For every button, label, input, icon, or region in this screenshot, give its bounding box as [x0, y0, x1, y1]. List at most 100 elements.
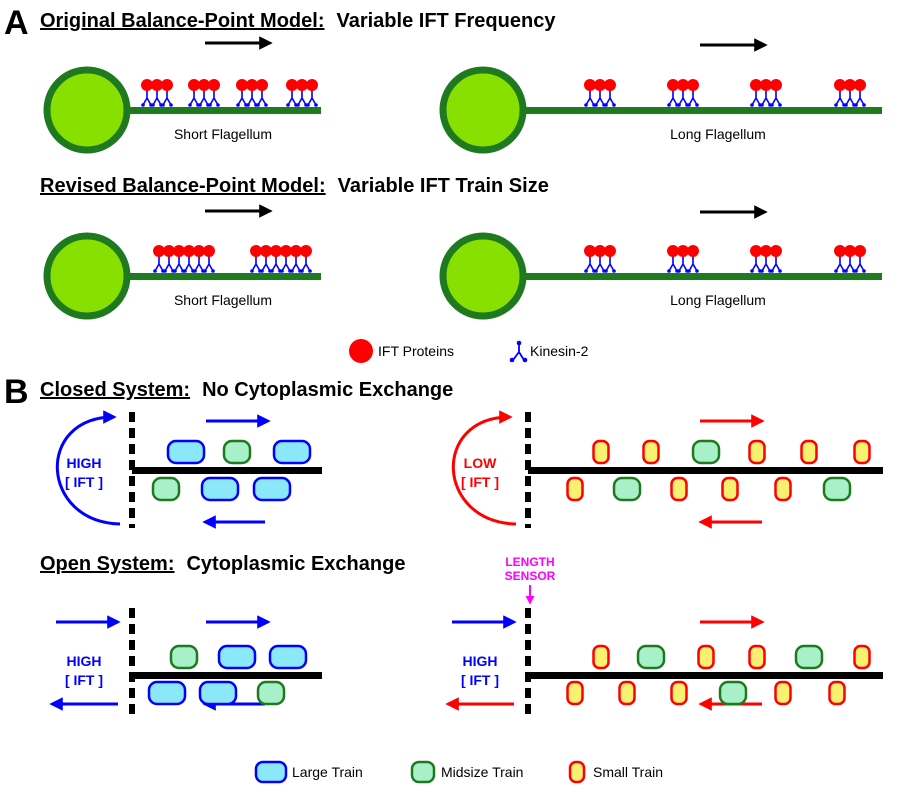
kinesin-2-motor — [585, 256, 595, 272]
length-sensor-label-line1: LENGTH — [505, 555, 554, 569]
ift-protein — [203, 245, 215, 257]
cell-long-original — [439, 66, 882, 154]
axoneme — [132, 467, 322, 474]
ift-protein — [760, 79, 772, 91]
small-train — [670, 680, 688, 706]
ift-particle — [250, 245, 262, 273]
kinesin-head — [695, 269, 699, 273]
original-model-title-underlined: Original Balance-Point Model: — [40, 10, 324, 32]
concentration-ift: [ IFT ] — [461, 672, 499, 688]
ift-protein — [161, 79, 173, 91]
small-train — [642, 439, 660, 465]
ift-protein — [750, 79, 762, 91]
ift-particle — [203, 245, 215, 273]
small-train — [618, 680, 636, 706]
ift-particle — [584, 79, 596, 107]
concentration-ift: [ IFT ] — [461, 474, 499, 490]
cell-short-revised — [43, 232, 321, 320]
kinesin-head — [173, 269, 177, 273]
closed-system-subtitle: No Cytoplasmic Exchange — [202, 379, 453, 401]
ift-particle — [594, 79, 606, 107]
kinesin-head — [677, 103, 681, 107]
cell-body — [439, 232, 527, 320]
ift-protein — [584, 245, 596, 257]
large-train — [200, 476, 240, 502]
kinesin-2-motor — [184, 256, 194, 272]
closed-system-title-underlined: Closed System: — [40, 379, 190, 401]
kinesin-head — [314, 103, 318, 107]
ift-particle — [604, 79, 616, 107]
ift-particle — [290, 245, 302, 273]
kinesin-2-motor — [162, 90, 172, 106]
ift-particle — [667, 79, 679, 107]
ift-protein — [208, 79, 220, 91]
small-train — [800, 439, 818, 465]
cell-long-revised — [439, 232, 882, 320]
panel-b-letter: B — [4, 373, 29, 411]
long-flagellum-label: Long Flagellum — [670, 292, 766, 308]
kinesin-head — [612, 269, 616, 273]
ift-proteins-legend-label: IFT Proteins — [378, 343, 454, 359]
original-model-title: Original Balance-Point Model:Variable IF… — [40, 10, 556, 32]
kinesin-2-motor — [595, 256, 605, 272]
kinesin-2-motor — [835, 90, 845, 106]
kinesin-head — [290, 269, 294, 273]
midsize-train — [636, 644, 666, 670]
short-flagellum-label: Short Flagellum — [174, 126, 272, 142]
midsize-train — [151, 476, 181, 502]
ift-particle — [280, 245, 292, 273]
small-train — [592, 439, 610, 465]
ift-particle — [687, 79, 699, 107]
cell-short-original — [43, 66, 321, 154]
kinesin-2-motor — [668, 256, 678, 272]
kinesin-2-motor — [855, 90, 865, 106]
revised-model-title: Revised Balance-Point Model:Variable IFT… — [40, 175, 549, 197]
kinesin-head — [236, 103, 240, 107]
small-train-legend-icon — [568, 760, 586, 784]
kinesin-head — [778, 103, 782, 107]
kinesin-2-motor — [261, 256, 271, 272]
kinesin-head — [306, 103, 310, 107]
short-flagellum — [125, 107, 321, 114]
kinesin-2-motor — [287, 90, 297, 106]
kinesin-2-motor — [199, 90, 209, 106]
ift-particle — [188, 79, 200, 107]
midsize-train — [169, 644, 199, 670]
ift-particle — [594, 245, 606, 273]
ift-protein — [173, 245, 185, 257]
ift-particle — [300, 245, 312, 273]
ift-protein — [677, 79, 689, 91]
concentration-high: HIGH — [67, 455, 102, 471]
ift-protein — [163, 245, 175, 257]
axoneme — [528, 467, 883, 474]
large-train — [166, 439, 206, 465]
kinesin-2-motor — [297, 90, 307, 106]
midsize-train — [691, 439, 721, 465]
kinesin-head — [612, 103, 616, 107]
ift-protein — [667, 245, 679, 257]
revised-model-subtitle: Variable IFT Train Size — [338, 175, 549, 197]
ift-protein — [286, 79, 298, 91]
kinesin-head — [264, 103, 268, 107]
kinesin-head — [183, 269, 187, 273]
large-train — [147, 680, 187, 706]
kinesin-head — [770, 269, 774, 273]
ift-protein — [854, 245, 866, 257]
kinesin-head — [604, 103, 608, 107]
ift-particle — [246, 79, 258, 107]
ift-protein — [604, 245, 616, 257]
large-train — [252, 476, 292, 502]
kinesin-head — [193, 269, 197, 273]
ift-particle — [306, 79, 318, 107]
kinesin-head — [687, 269, 691, 273]
kinesin-2-motor — [678, 256, 688, 272]
ift-particle — [193, 245, 205, 273]
kinesin-2-motor — [771, 90, 781, 106]
kinesin-legend-label: Kinesin-2 — [530, 343, 589, 359]
cell-body — [43, 232, 131, 320]
kinesin-head — [308, 269, 312, 273]
ift-particle — [141, 79, 153, 107]
ift-protein — [844, 245, 856, 257]
midsize-train — [612, 476, 642, 502]
kinesin-head — [300, 269, 304, 273]
